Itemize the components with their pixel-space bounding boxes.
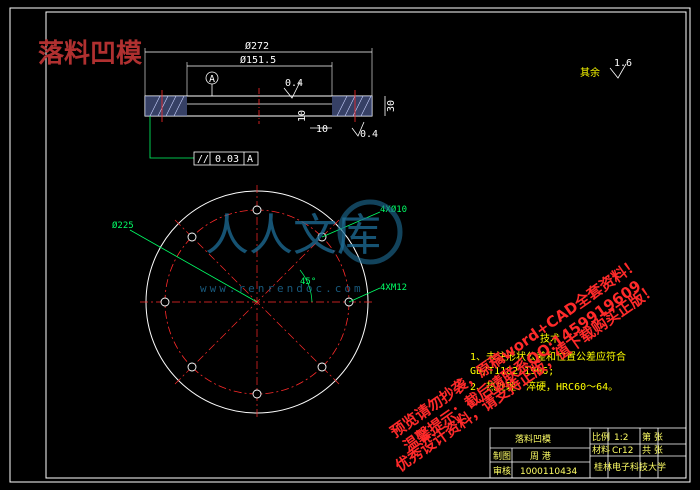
plan-view: Ø225 4XØ10 4XM12 45° [112,185,407,419]
sheet-border-outer [9,7,691,483]
tech-notes-line2: GB/T1182-1996; [470,366,554,377]
roughness-symbol [283,81,301,99]
title-block [489,427,687,479]
holes [160,205,354,399]
hole-label-2: 4XM12 [380,283,407,293]
tb-scale: 1:2 [614,433,628,443]
roughness-note-label: 其余 [580,66,600,79]
tb-school: 桂林电子科技大学 [594,461,666,473]
dim-step-h-label: 10 [297,110,308,122]
hole [252,205,262,215]
tb-material-label: 材料 [592,444,610,456]
tb-sheet-label: 第 张 [642,431,663,443]
hatch-lines [149,95,372,117]
tb-part-name: 落料凹模 [515,433,551,445]
roughness-side-value: 0.4 [360,129,378,140]
tech-notes-line3: 2、热处理：淬硬，HRC60～64。 [470,380,618,393]
hole-leader-1 [321,211,381,238]
hatch-right [332,96,372,116]
tb-student-id: 1000110434 [520,467,578,477]
hole [317,362,327,372]
tb-designer-label: 制图 [493,450,511,462]
tech-notes-line1: 1、未注形状公差和位置公差应符合 [470,350,626,363]
dim-inner-label: Ø151.5 [240,54,276,66]
dim-step-w-label: 10 [316,124,328,135]
watermark-url: www.renrendoc.com [200,282,364,295]
sheet-border-inner [45,11,687,479]
hole [187,362,197,372]
watermark-logo-text: 人人文库 [205,210,381,261]
tech-notes-title: 技术 [540,332,560,345]
roughness-symbol [351,121,365,137]
tolerance-frame [193,151,259,166]
tolerance-value: 0.03 [215,154,239,165]
watermark-line1: 预览请勿抄袭，原稿word+CAD全套资料！ [387,254,643,441]
section-view: Ø272 Ø151.5 A 0.4 30 10 10 0.4 [144,40,397,166]
dim-outer-label: Ø272 [245,40,269,52]
tb-designer: 周 港 [530,450,551,462]
dia-label: Ø225 [112,220,134,231]
tb-sheets-label: 共 张 [642,445,663,456]
tb-reviewer-label: 审核 [493,465,511,477]
tolerance-symbol: // [197,154,209,165]
tb-scale-label: 比例 [592,431,610,443]
dim-height-label: 30 [386,100,397,112]
roughness-note-symbol [609,63,627,79]
hole [160,297,170,307]
roughness-note-value: 1.6 [614,58,632,69]
datum-label: A [209,74,215,85]
dia-leader [129,229,258,303]
hole-leader-2 [348,287,381,303]
tolerance-leader [149,116,194,159]
angle-arc [299,269,313,303]
tolerance-datum: A [247,154,253,165]
stamp-title: 落料凹模 [38,39,143,69]
hole-label-1: 4XØ10 [380,204,407,215]
tb-material: Cr12 [612,446,633,456]
roughness-top-value: 0.4 [285,78,303,89]
angle-label: 45° [300,277,316,287]
hole [252,389,262,399]
watermark-logo-ring [337,199,403,265]
hole [187,232,197,242]
